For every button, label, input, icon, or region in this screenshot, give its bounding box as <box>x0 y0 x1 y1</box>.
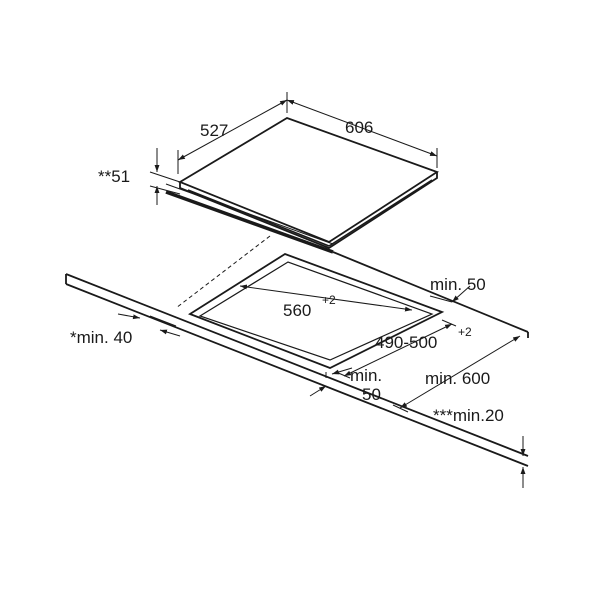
dim-606-label: 606 <box>345 118 373 137</box>
dim-min50-back-label: min. 50 <box>430 275 486 294</box>
dim-min50-front-label-a: min. <box>350 366 382 385</box>
worktop-front-edge-lower <box>65 283 529 467</box>
hob-body <box>187 189 330 247</box>
dim-527-label: 527 <box>200 121 228 140</box>
cutout-inner <box>198 261 434 361</box>
dim-51 <box>149 148 181 205</box>
projection-dashed <box>175 235 271 309</box>
worktop-back-edge <box>332 251 529 333</box>
dim-51-label: **51 <box>98 167 130 186</box>
dim-min40 <box>117 313 181 337</box>
dim-min50-back <box>429 285 471 303</box>
dim-490-500-tolerance: +2 <box>458 325 472 339</box>
hob-body-side <box>328 179 433 247</box>
hob-gasket <box>165 190 334 254</box>
cutout <box>188 253 445 369</box>
hob-top-edge <box>179 172 438 250</box>
dim-560-label: 560 <box>283 301 311 320</box>
dim-527 <box>177 99 288 174</box>
hob-gasket-top <box>165 183 334 245</box>
dim-min50-front-label-b: 50 <box>362 385 381 404</box>
dim-min20-label: ***min.20 <box>433 406 504 425</box>
dim-560 <box>239 284 413 312</box>
dim-min600 <box>392 335 521 413</box>
dim-min40-label: *min. 40 <box>70 328 132 347</box>
dim-min50-front <box>309 367 353 397</box>
cutout-outer <box>188 253 445 369</box>
hob <box>165 117 440 254</box>
worktop <box>65 235 529 467</box>
worktop-front-edge <box>65 273 529 457</box>
dim-606 <box>286 92 438 168</box>
dim-490-500-label: 490-500 <box>375 333 437 352</box>
dim-560-tolerance: +2 <box>322 293 336 307</box>
dim-min600-label: min. 600 <box>425 369 490 388</box>
